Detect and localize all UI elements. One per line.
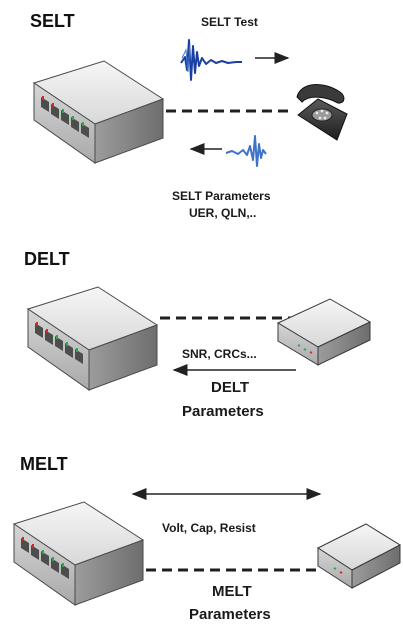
selt-test-waveform-icon xyxy=(180,39,242,81)
selt-return-waveform-icon xyxy=(225,135,267,167)
melt-params-line2: Parameters xyxy=(189,606,271,623)
selt-dslam-rack-icon xyxy=(32,60,165,164)
melt-params-line1: MELT xyxy=(212,583,252,600)
selt-test-label: SELT Test xyxy=(201,15,258,29)
selt-title: SELT xyxy=(30,11,75,31)
selt-telephone-icon xyxy=(296,84,348,141)
selt-section: SELT SELT Test xyxy=(30,11,348,220)
delt-dslam-rack-icon xyxy=(26,286,159,391)
delt-section: DELT xyxy=(24,249,372,420)
delt-params-line1: DELT xyxy=(211,379,249,396)
melt-section: MELT Volt, Cap, Resist xyxy=(12,454,402,623)
melt-modem-icon xyxy=(316,523,402,589)
selt-params-line1: SELT Parameters xyxy=(172,189,271,203)
melt-metrics-label: Volt, Cap, Resist xyxy=(162,521,256,535)
delt-params-line2: Parameters xyxy=(182,403,264,420)
selt-params-line2: UER, QLN,.. xyxy=(189,206,256,220)
delt-title: DELT xyxy=(24,249,70,269)
delt-modem-icon xyxy=(276,298,372,366)
delt-metrics-label: SNR, CRCs... xyxy=(182,347,257,361)
melt-title: MELT xyxy=(20,454,68,474)
melt-dslam-rack-icon xyxy=(12,501,145,606)
